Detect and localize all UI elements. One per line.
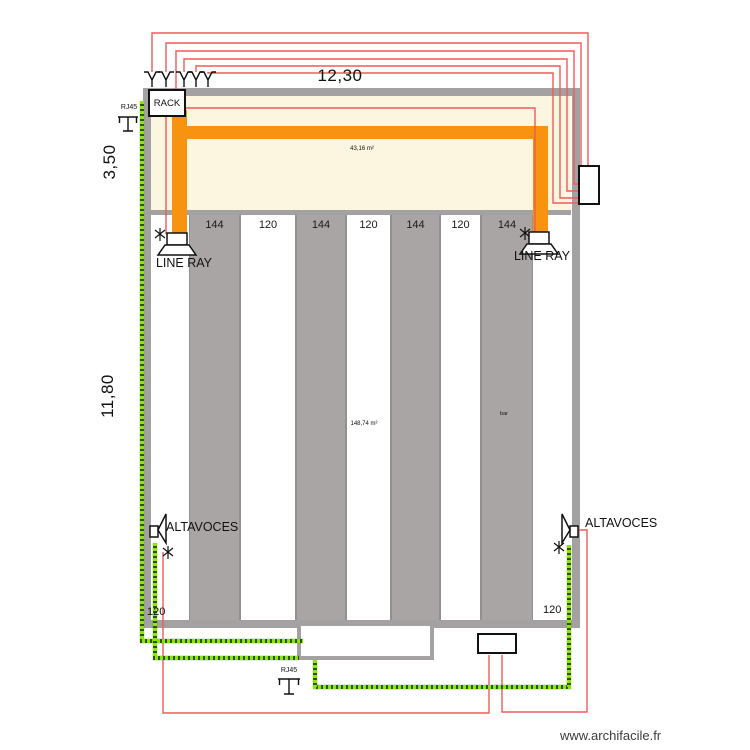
panel-label: 120 bbox=[258, 219, 278, 231]
green-cable-lines bbox=[139, 101, 572, 690]
panel-stripe: 120 bbox=[346, 215, 391, 620]
panel-stripe: 120 bbox=[240, 215, 296, 620]
area-label-upper: 43,16 m² bbox=[350, 146, 374, 152]
line-array-label-right: LINE RAY bbox=[513, 249, 571, 263]
truss-bar-right bbox=[533, 126, 548, 233]
speaker-label-right: ALTAVOCES bbox=[585, 516, 658, 530]
rack-box: RACK bbox=[148, 89, 186, 117]
wall-bottom bbox=[143, 620, 580, 628]
panel-label-bottom-right: 120 bbox=[543, 604, 562, 616]
bottom-device-box bbox=[477, 633, 517, 654]
wall-divider bbox=[151, 210, 571, 215]
wall-top bbox=[143, 88, 580, 96]
panel-label: 144 bbox=[205, 219, 224, 231]
red-cable-lines bbox=[151, 32, 589, 714]
panel-stripe: 144 bbox=[296, 215, 346, 620]
dimension-top-width: 12,30 bbox=[317, 66, 363, 85]
panel-stripe: 120 bbox=[440, 215, 481, 620]
connection-node-icon bbox=[154, 227, 565, 559]
line-array-speaker-icon bbox=[156, 231, 560, 256]
rj45-label-bottom: RJ45 bbox=[280, 667, 298, 674]
panel-label: 144 bbox=[497, 219, 517, 231]
side-device-box bbox=[578, 165, 600, 205]
wall-left bbox=[143, 88, 151, 628]
panel-stripe: 144 bbox=[189, 215, 240, 620]
wall-right bbox=[572, 88, 580, 628]
truss-bar-left bbox=[172, 110, 187, 237]
rack-label: RACK bbox=[153, 97, 181, 109]
panel-stripe: 144 bbox=[391, 215, 440, 620]
ceiling-device-icon bbox=[144, 71, 216, 87]
rj45-socket-icon bbox=[118, 116, 300, 695]
area-label-main: 148,74 m² bbox=[350, 421, 378, 427]
truss-bar-horizontal bbox=[184, 126, 548, 139]
watermark-text: www.archifacile.fr bbox=[560, 728, 662, 743]
panel-label: 144 bbox=[406, 219, 425, 231]
technical-room-floor bbox=[151, 96, 571, 210]
panel-label-bottom-left: 120 bbox=[147, 606, 166, 618]
panel-label: 120 bbox=[451, 219, 470, 231]
dimension-main-height: 11,80 bbox=[98, 374, 117, 418]
rj45-label-top: RJ45 bbox=[120, 104, 138, 111]
line-array-label-left: LINE RAY bbox=[155, 256, 213, 270]
dimension-upper-height: 3,50 bbox=[100, 144, 119, 180]
panel-stripe: 144 bbox=[481, 215, 533, 620]
speaker-label-left: ALTAVOCES bbox=[166, 520, 239, 534]
floor-gap-left bbox=[151, 215, 189, 620]
wall-speaker-icon bbox=[149, 513, 579, 546]
panel-label: 144 bbox=[311, 219, 331, 231]
bar-note: bar bbox=[500, 411, 508, 417]
floor-gap-right bbox=[533, 215, 571, 620]
panel-label: 120 bbox=[359, 219, 378, 231]
